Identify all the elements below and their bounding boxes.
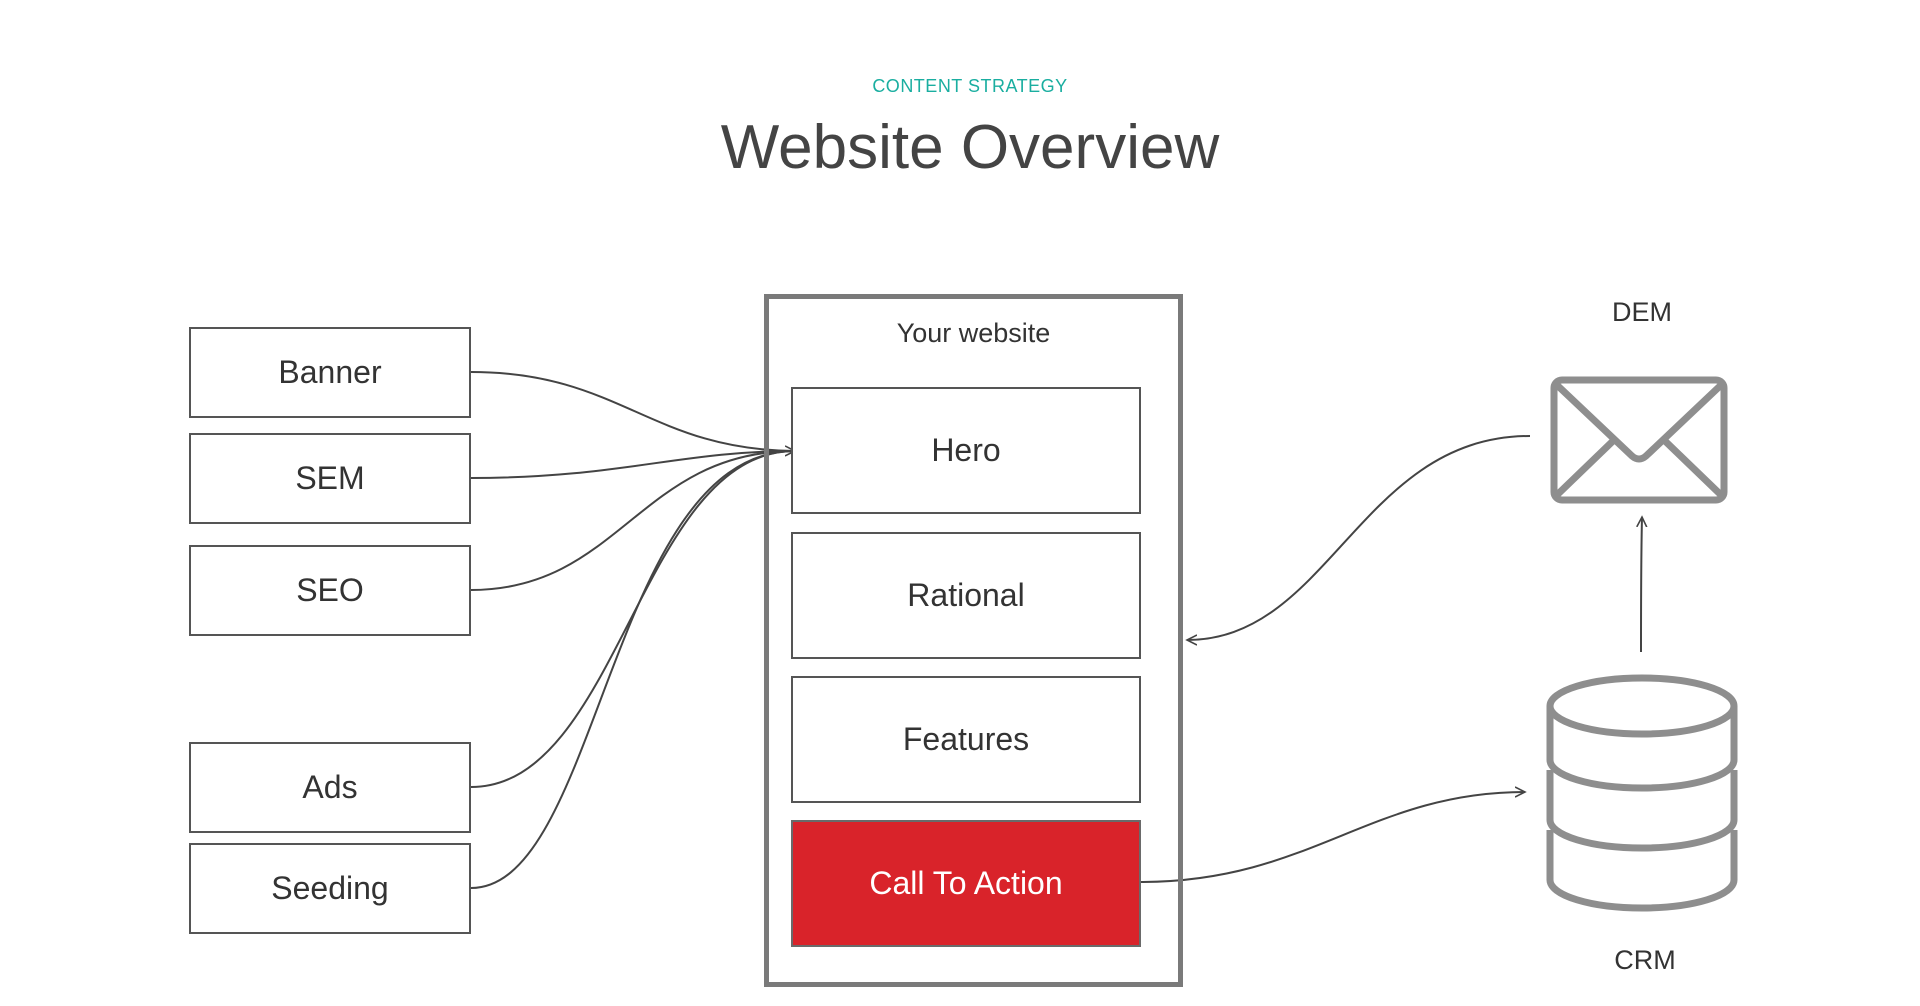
section-features: Features bbox=[791, 676, 1141, 803]
link-sem-hero bbox=[470, 450, 796, 479]
link-banner-hero bbox=[470, 371, 795, 451]
link-dem-website bbox=[1187, 435, 1531, 640]
source-ads: Ads bbox=[189, 742, 471, 833]
page-title: Website Overview bbox=[720, 113, 1220, 182]
source-banner: Banner bbox=[189, 327, 471, 418]
link-cta-crm bbox=[1140, 792, 1525, 883]
section-rational: Rational bbox=[791, 532, 1141, 659]
section-call-to-action: Call To Action bbox=[791, 820, 1141, 947]
source-sem: SEM bbox=[189, 433, 471, 524]
envelope-icon bbox=[1550, 376, 1728, 504]
dem-label: DEM bbox=[1612, 297, 1672, 327]
database-icon bbox=[1546, 674, 1738, 912]
link-ads-hero bbox=[470, 450, 796, 788]
link-crm-dem bbox=[1641, 517, 1642, 653]
website-label: Your website bbox=[896, 318, 1051, 348]
crm-label: CRM bbox=[1614, 945, 1676, 975]
source-seeding: Seeding bbox=[189, 843, 471, 934]
link-seo-hero bbox=[470, 450, 796, 591]
section-eyebrow: CONTENT STRATEGY bbox=[872, 76, 1068, 96]
source-seo: SEO bbox=[189, 545, 471, 636]
website-frame bbox=[764, 294, 1183, 987]
link-seeding-hero bbox=[470, 450, 796, 889]
section-hero: Hero bbox=[791, 387, 1141, 514]
